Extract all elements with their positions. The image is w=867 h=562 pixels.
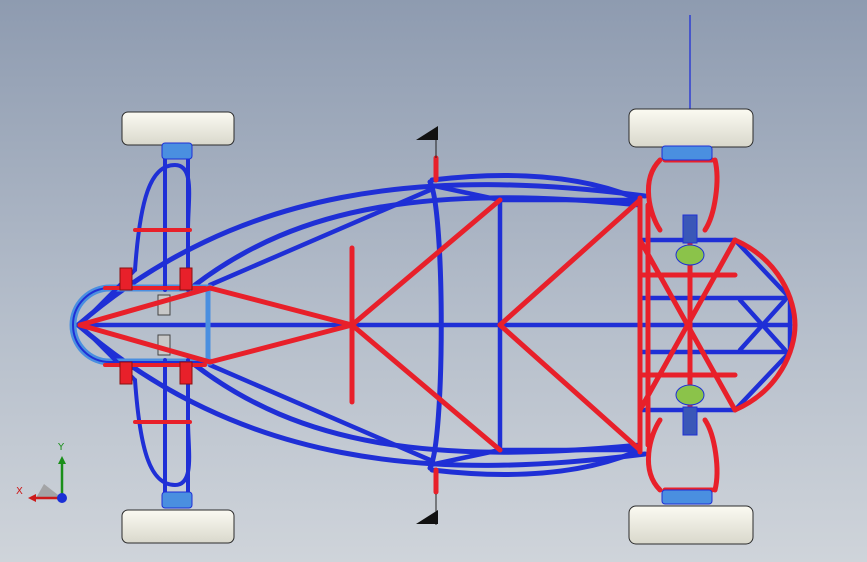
x-axis-label: X — [16, 486, 23, 497]
section-marker-top[interactable] — [416, 126, 438, 158]
triangle-flag-icon — [416, 126, 438, 140]
rear-springs — [661, 145, 713, 505]
y-axis-label: Y — [58, 442, 65, 453]
triangle-flag-icon — [416, 510, 438, 524]
rear-right-wheel — [628, 505, 754, 545]
red-diagonal-tubes — [77, 155, 643, 495]
wheels — [121, 108, 754, 545]
rear-left-wheel — [628, 108, 754, 148]
front-left-wheel — [121, 111, 235, 146]
rear-frame — [637, 157, 798, 493]
section-marker-bottom[interactable] — [416, 494, 438, 525]
front-right-wheel — [121, 509, 235, 544]
front-bumper — [69, 284, 214, 366]
axis-triad-icon: X Y — [14, 440, 78, 510]
